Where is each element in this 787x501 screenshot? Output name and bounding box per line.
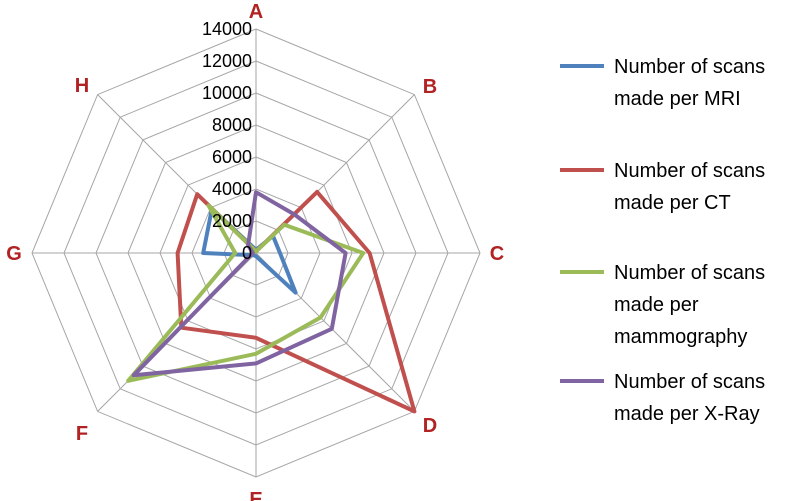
series-line-2 xyxy=(175,189,417,414)
category-label-e: E xyxy=(249,489,262,501)
tick-label: 0 xyxy=(242,243,252,263)
category-label-g: G xyxy=(6,243,22,265)
category-label-d: D xyxy=(423,415,437,437)
category-label-c: C xyxy=(490,243,504,265)
category-label-f: F xyxy=(76,423,88,445)
series-lines xyxy=(126,189,417,414)
tick-label: 6000 xyxy=(212,147,252,167)
series-line-1 xyxy=(201,206,298,295)
category-label-h: H xyxy=(75,75,89,97)
category-label-b: B xyxy=(423,76,437,98)
tick-label: 8000 xyxy=(212,115,252,135)
series-line-3 xyxy=(126,203,366,383)
tick-label: 2000 xyxy=(212,211,252,231)
category-label-a: A xyxy=(249,1,263,23)
series-line-4 xyxy=(131,190,348,378)
tick-label: 10000 xyxy=(202,83,252,103)
tick-label: 12000 xyxy=(202,51,252,71)
radial-tick-labels: 0 2000 4000 6000 8000 10000 12000 14000 xyxy=(202,19,252,263)
tick-label: 14000 xyxy=(202,19,252,39)
tick-label: 4000 xyxy=(212,179,252,199)
category-labels: A B C D E F G H xyxy=(6,1,504,501)
